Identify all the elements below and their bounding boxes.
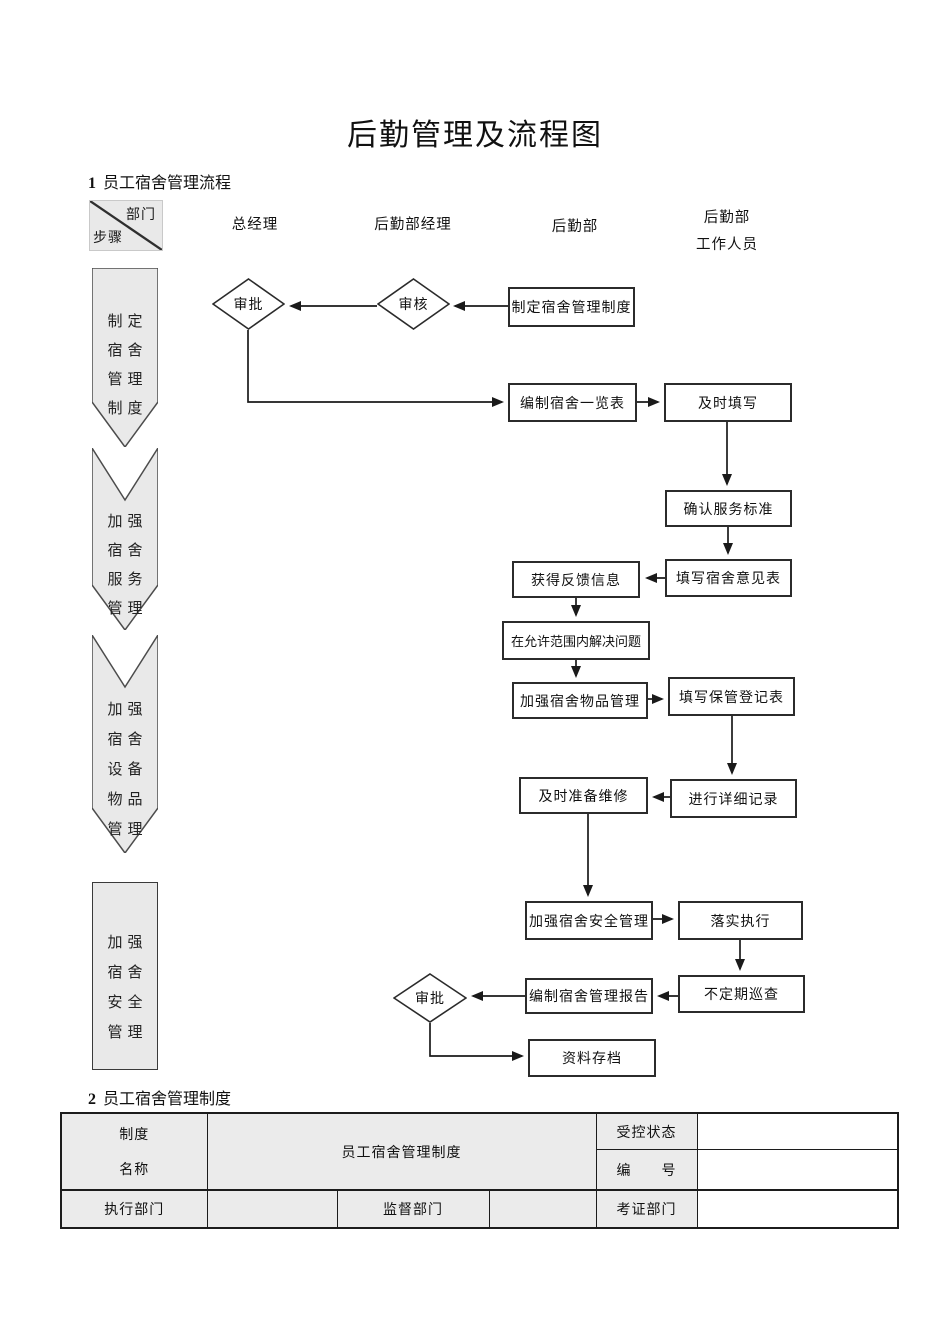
flow-node-label: 确认服务标准: [683, 502, 774, 518]
flow-node-label: 落实执行: [710, 914, 771, 930]
diamond-shape: [377, 278, 450, 330]
column-header-general-manager: 总经理: [231, 217, 279, 233]
step-label-line: 管理: [107, 822, 148, 838]
cell-supervise-dept-label: 监督部门: [336, 1189, 490, 1229]
cell-verify-dept-value: [696, 1189, 899, 1229]
step-label-line: 宿舍: [107, 343, 148, 359]
section1-heading: 1 员工宿舍管理流程: [88, 169, 231, 193]
step-shape-safety-mgmt: 加强 宿舍 安全 管理: [92, 882, 158, 1070]
flow-node-storage-form: 填写保管登记表: [668, 677, 795, 716]
flow-node-feedback: 获得反馈信息: [512, 561, 640, 598]
flow-node-label: 在允许范围内解决问题: [510, 634, 641, 649]
flow-node-label: 进行详细记录: [688, 792, 779, 808]
step-shape-equipment-mgmt: 加强 宿舍 设备 物品 管理: [92, 635, 158, 853]
column-header-logistics-dept: 后勤部: [551, 219, 599, 235]
document-title: 后勤管理及流程图: [347, 119, 603, 152]
step-label-line: 制度: [107, 401, 148, 417]
flow-node-label: 编制宿舍一览表: [520, 396, 625, 412]
step-label-line: 管理: [107, 372, 148, 388]
column-header-logistics-manager: 后勤部经理: [374, 217, 452, 233]
flow-node-detail-record: 进行详细记录: [670, 779, 797, 818]
flow-node-patrol: 不定期巡查: [678, 975, 805, 1013]
flow-node-label: 获得反馈信息: [531, 573, 621, 589]
flow-node-safety-mgmt: 加强宿舍安全管理: [525, 901, 653, 940]
flow-node-goods-mgmt: 加强宿舍物品管理: [512, 682, 648, 719]
flow-node-make-policy: 制定宿舍管理制度: [508, 287, 635, 327]
corner-label-steps: 步骤: [93, 231, 123, 246]
cell-number-label: 编 号: [595, 1149, 698, 1191]
flow-node-label: 及时填写: [698, 396, 758, 412]
step-label-line: 服务: [107, 572, 148, 588]
step-label-line: 加强: [107, 702, 148, 718]
flow-node-review: 审核: [377, 278, 450, 330]
step-label-line: 加强: [107, 935, 148, 951]
flow-node-repair-prepare: 及时准备维修: [519, 777, 648, 814]
step-label-line: 加强: [107, 514, 148, 530]
flow-node-timely-fill: 及时填写: [664, 383, 792, 422]
flow-node-label: 及时准备维修: [538, 789, 629, 805]
step-label-line: 宿舍: [107, 965, 148, 981]
step-label-line: 宿舍: [107, 732, 148, 748]
section2-number: 2: [88, 1091, 96, 1108]
cell-controlled-state-value: [696, 1112, 899, 1151]
flow-node-label: 加强宿舍物品管理: [520, 694, 640, 710]
flow-node-label: 填写宿舍意见表: [676, 572, 781, 587]
cell-system-name-value: 员工宿舍管理制度: [206, 1112, 597, 1191]
flow-node-approve-2: 审批: [393, 973, 467, 1023]
flow-node-confirm-standard: 确认服务标准: [665, 490, 792, 527]
flow-node-label: 不定期巡查: [704, 988, 779, 1003]
flow-node-solve-in-scope: 在允许范围内解决问题: [502, 621, 650, 660]
cell-number-value: [696, 1149, 899, 1191]
section1-title: 员工宿舍管理流程: [103, 175, 232, 192]
flow-node-label: 制定宿舍管理制度: [511, 301, 632, 316]
column-header-logistics-staff: 后勤部工作人员: [696, 210, 758, 253]
step-label-line: 制定: [107, 314, 148, 330]
flow-node-label: 审批: [415, 992, 445, 1007]
cell-system-name-label: 制度 名称: [60, 1112, 208, 1191]
flow-node-roster: 编制宿舍一览表: [508, 383, 637, 422]
cell-exec-dept-label: 执行部门: [60, 1189, 208, 1229]
step-label-line: 安全: [107, 995, 148, 1011]
cell-controlled-state-label: 受控状态: [595, 1112, 698, 1151]
flow-node-archive: 资料存档: [528, 1039, 656, 1077]
flow-node-label: 审批: [233, 298, 264, 313]
step-label-line: 宿舍: [107, 543, 148, 559]
flow-node-opinion-form: 填写宿舍意见表: [665, 559, 792, 597]
flow-node-report: 编制宿舍管理报告: [525, 978, 653, 1014]
matrix-corner-cell: 部门 步骤: [89, 200, 163, 251]
section2-heading: 2 员工宿舍管理制度: [88, 1085, 231, 1109]
section1-number: 1: [88, 175, 96, 192]
flow-node-label: 资料存档: [562, 1052, 622, 1067]
section2-title: 员工宿舍管理制度: [103, 1091, 232, 1108]
cell-exec-dept-value: [206, 1189, 338, 1229]
diamond-shape: [212, 278, 285, 330]
flow-node-label: 编制宿舍管理报告: [529, 990, 649, 1005]
step-shape-service-mgmt: 加强 宿舍 服务 管理: [92, 448, 158, 630]
flow-node-label: 加强宿舍安全管理: [529, 914, 649, 930]
policy-table: 制度 名称 员工宿舍管理制度 受控状态 编 号 执行部门 监督部门 考证部门: [60, 1112, 900, 1229]
cell-verify-dept-label: 考证部门: [595, 1189, 698, 1229]
diamond-shape: [393, 973, 467, 1023]
flow-node-label: 审核: [398, 298, 429, 313]
flow-node-implement: 落实执行: [678, 901, 803, 940]
cell-supervise-dept-value: [488, 1189, 597, 1229]
corner-label-department: 部门: [126, 208, 156, 223]
step-label-line: 物品: [107, 792, 148, 808]
step-label-line: 设备: [107, 762, 148, 778]
step-label-line: 管理: [107, 601, 148, 617]
step-label-line: 管理: [107, 1025, 148, 1041]
flow-node-label: 填写保管登记表: [679, 690, 784, 706]
diagonal-divider: [90, 201, 162, 250]
flow-node-approve-1: 审批: [212, 278, 285, 330]
step-shape-make-policy: 制定 宿舍 管理 制度: [92, 268, 158, 447]
